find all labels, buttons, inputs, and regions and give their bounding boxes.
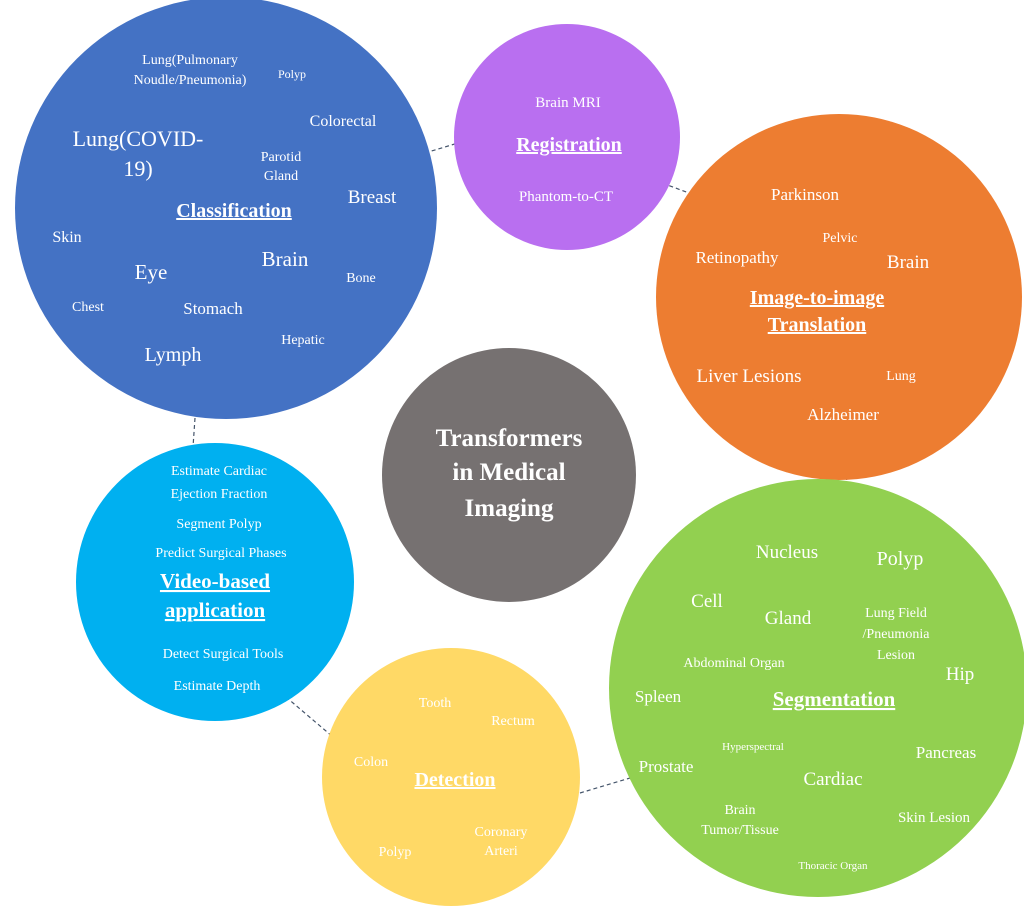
classification-item: Hepatic xyxy=(281,333,325,348)
classification-item: Lung(Pulmonary xyxy=(142,53,238,68)
registration-item: Brain MRI xyxy=(535,95,600,111)
center-circle xyxy=(382,348,636,602)
classification-item: Lung(COVID- xyxy=(73,126,204,151)
segmentation-item: Pancreas xyxy=(916,743,976,762)
registration-title: Registration xyxy=(516,134,622,156)
video-item: Predict Surgical Phases xyxy=(155,546,286,561)
segmentation-item: Abdominal Organ xyxy=(683,656,784,671)
segmentation-item: Polyp xyxy=(877,548,924,570)
translation-circle xyxy=(656,114,1022,480)
classification-item: Lymph xyxy=(145,344,202,366)
segmentation-item: /Pneumonia xyxy=(863,627,931,642)
classification-item: Chest xyxy=(72,300,104,315)
segmentation-item: Prostate xyxy=(639,757,694,776)
classification-item: Polyp xyxy=(278,67,306,81)
translation-item: Retinopathy xyxy=(695,248,779,267)
video-item: Detect Surgical Tools xyxy=(163,647,284,662)
detection-item: Tooth xyxy=(419,696,451,711)
center-title-line: Imaging xyxy=(465,495,554,522)
segmentation-bubble: Nucleus Polyp Cell Gland Lung Field /Pne… xyxy=(609,479,1024,897)
detection-item: Polyp xyxy=(379,845,412,860)
connector-classification-video xyxy=(192,417,196,448)
segmentation-item: Brain xyxy=(724,803,755,818)
video-item: Estimate Depth xyxy=(174,679,261,694)
classification-item: Parotid xyxy=(261,150,301,165)
classification-item: Skin xyxy=(52,229,81,246)
translation-item: Liver Lesions xyxy=(696,366,801,387)
translation-item: Pelvic xyxy=(823,231,858,246)
registration-item: Phantom-to-CT xyxy=(519,189,613,205)
classification-item: Eye xyxy=(135,260,168,284)
segmentation-item: Spleen xyxy=(635,687,682,706)
classification-item: Stomach xyxy=(183,299,243,318)
translation-item: Parkinson xyxy=(771,185,840,204)
segmentation-item: Cardiac xyxy=(803,769,862,790)
video-circle xyxy=(76,443,354,721)
segmentation-item: Skin Lesion xyxy=(898,810,971,826)
detection-item: Rectum xyxy=(491,714,535,729)
detection-title: Detection xyxy=(414,769,495,791)
detection-bubble: Tooth Rectum Colon Detection Coronary Ar… xyxy=(322,648,580,906)
video-title-line: Video-based xyxy=(160,569,270,593)
video-title-line: application xyxy=(165,598,266,622)
center-bubble: Transformers in Medical Imaging xyxy=(382,348,636,602)
detection-item: Arteri xyxy=(484,844,518,859)
segmentation-item: Lesion xyxy=(877,648,915,663)
segmentation-item: Gland xyxy=(765,608,812,629)
classification-item: Bone xyxy=(346,271,376,286)
translation-item: Brain xyxy=(887,252,930,273)
classification-item: Gland xyxy=(264,169,298,184)
translation-title-line: Translation xyxy=(768,314,867,336)
connector-video-detection xyxy=(285,696,334,738)
detection-circle xyxy=(322,648,580,906)
translation-title-line: Image-to-image xyxy=(750,287,885,309)
segmentation-item: Thoracic Organ xyxy=(798,860,868,872)
classification-item: Breast xyxy=(348,187,397,208)
detection-item: Coronary xyxy=(475,825,528,840)
connector-classification-registration xyxy=(424,142,459,154)
segmentation-item: Hyperspectral xyxy=(722,741,784,753)
registration-circle xyxy=(454,24,680,250)
translation-item: Lung xyxy=(886,369,916,384)
classification-bubble: Lung(Pulmonary Noudle/Pneumonia) Polyp C… xyxy=(15,0,437,419)
translation-bubble: Parkinson Pelvic Retinopathy Brain Image… xyxy=(656,114,1022,480)
translation-item: Alzheimer xyxy=(807,405,879,424)
segmentation-item: Hip xyxy=(946,664,975,685)
segmentation-item: Tumor/Tissue xyxy=(701,823,779,838)
detection-item: Colon xyxy=(354,755,388,770)
segmentation-title: Segmentation xyxy=(773,687,896,711)
connector-detection-segmentation xyxy=(579,777,631,794)
classification-item: Colorectal xyxy=(310,113,377,130)
segmentation-item: Nucleus xyxy=(756,542,818,563)
center-title-line: Transformers xyxy=(436,425,583,452)
classification-item: Brain xyxy=(262,247,309,271)
registration-bubble: Brain MRI Registration Phantom-to-CT xyxy=(454,24,680,250)
segmentation-item: Lung Field xyxy=(865,606,927,621)
classification-title: Classification xyxy=(176,200,292,222)
segmentation-circle xyxy=(609,479,1024,897)
video-item: Estimate Cardiac xyxy=(171,464,267,479)
classification-item: Noudle/Pneumonia) xyxy=(134,73,247,88)
classification-item: 19) xyxy=(123,156,152,181)
segmentation-item: Cell xyxy=(691,591,723,612)
video-item: Segment Polyp xyxy=(176,517,261,532)
video-item: Ejection Fraction xyxy=(171,487,268,502)
video-bubble: Estimate Cardiac Ejection Fraction Segme… xyxy=(76,443,354,721)
classification-circle xyxy=(15,0,437,419)
center-title-line: in Medical xyxy=(452,459,565,486)
